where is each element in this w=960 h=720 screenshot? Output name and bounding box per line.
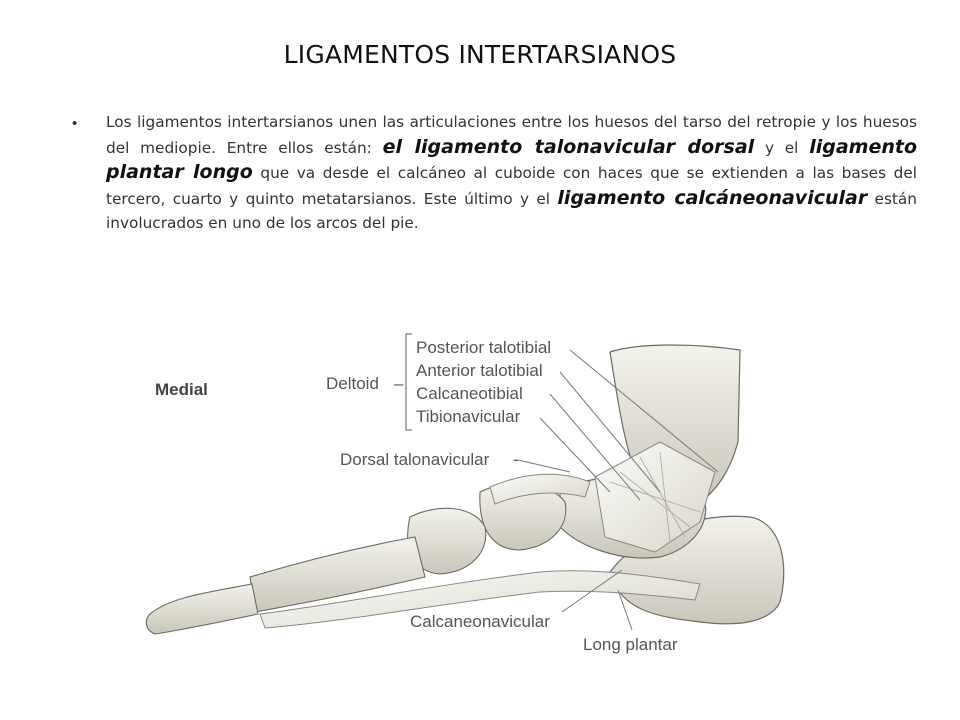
calcaneonavicular-label: Calcaneonavicular [410,612,550,631]
dorsal-talonavicular-label: Dorsal talonavicular [340,450,490,469]
paragraph-part: que va desde el calcáneo al cuboide con … [106,164,917,208]
deltoid-dash: – [394,374,404,393]
paragraph-emphasis: ligamento plantar longo [106,135,917,184]
paragraph-emphasis: el ligamento talonavicular dorsal [382,135,755,158]
deltoid-item-calcaneotibial: Calcaneotibial [416,384,523,403]
paragraph-part: están involucrados en uno de los arcos d… [106,189,917,233]
paragraph-part: Los ligamentos intertarsianos unen las a… [106,113,917,157]
leader-tibionavicular [539,417,611,493]
plantar-ligament-band [259,570,701,629]
foot-illustration [145,333,785,635]
leader-dorsal-talonavicular [517,459,571,473]
deltoid-item-tibionavicular: Tibionavicular [416,407,521,426]
paragraph-emphasis: ligamento calcáneonavicular [557,186,868,209]
paragraph-part: y el [754,138,810,157]
bullet-marker: • [72,115,78,132]
metatarsal-bone [249,536,426,613]
slide-title: LIGAMENTOS INTERTARSIANOS [283,40,677,69]
dorsal-talonavicular-dash: - [513,450,519,469]
ligament-fibers [609,451,701,543]
deltoid-item-posterior-talotibial: Posterior talotibial [416,338,552,357]
toe-bone [145,583,259,635]
deltoid-label: Deltoid [326,374,379,393]
foot-ligament-figure: Medial Deltoid – Posterior talotibial An… [140,322,840,662]
leader-calcaneotibial [549,393,641,501]
dorsal-talonavicular-band [489,473,591,505]
leader-posterior-talotibial [569,349,719,473]
leader-long-plantar [617,589,633,631]
deltoid-item-anterior-talotibial: Anterior talotibial [416,361,543,380]
bullet-paragraph: Los ligamentos intertarsianos unen las a… [106,110,917,236]
leader-anterior-talotibial [559,371,661,493]
bullet-item: • Los ligamentos intertarsianos unen las… [72,110,917,236]
long-plantar-label: Long plantar [583,635,678,654]
deltoid-bracket [405,333,412,431]
leader-calcaneonavicular [561,569,623,613]
view-label: Medial [155,380,208,399]
